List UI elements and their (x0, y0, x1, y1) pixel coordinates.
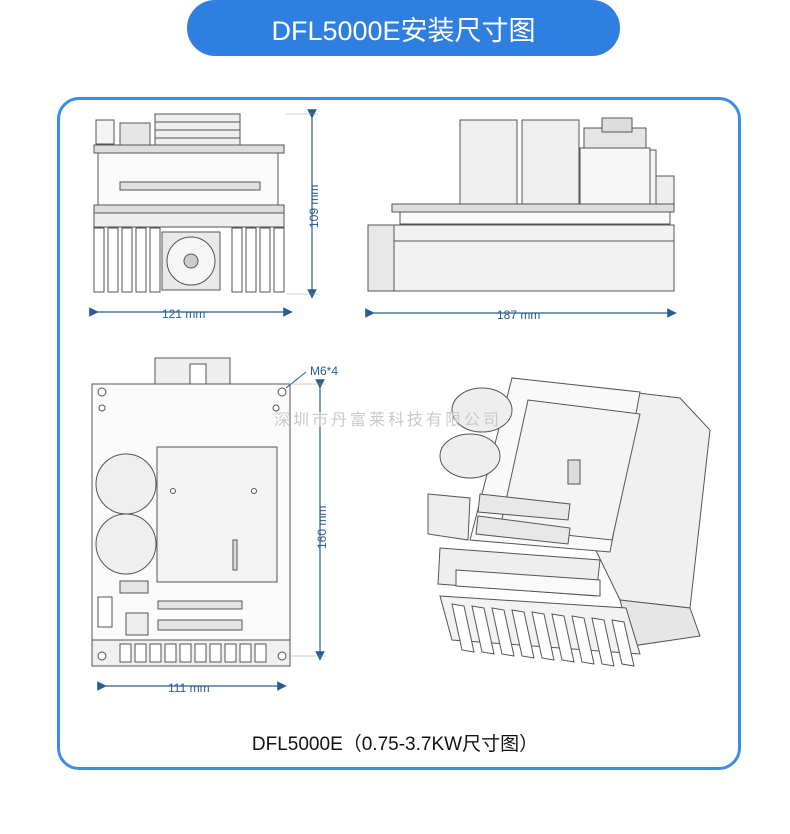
isometric-view (427, 377, 711, 667)
front-width-dimension: 121 mm (89, 307, 293, 321)
back-height-dimension: 160 mm (290, 379, 329, 661)
side-length-label: 187 mm (497, 308, 540, 322)
front-view (93, 113, 285, 293)
diagram-caption: DFL5000E（0.75-3.7KW尺寸图） (251, 734, 539, 755)
watermark: 深圳市丹富莱科技有限公司 (274, 410, 503, 429)
page-title: DFL5000E安装尺寸图 (187, 0, 620, 56)
front-height-label: 109 mm (307, 185, 321, 228)
mount-screw-label: M6*4 (310, 364, 338, 378)
back-view (91, 357, 291, 667)
mount-screw-callout: M6*4 (285, 364, 338, 389)
side-view (367, 117, 675, 292)
front-width-label: 121 mm (162, 307, 205, 321)
side-length-dimension: 187 mm (365, 308, 677, 322)
back-height-label: 160 mm (315, 506, 329, 549)
back-width-dimension: 111 mm (97, 681, 287, 695)
back-width-label: 111 mm (168, 681, 210, 695)
front-height-dimension: 109 mm (286, 109, 321, 299)
